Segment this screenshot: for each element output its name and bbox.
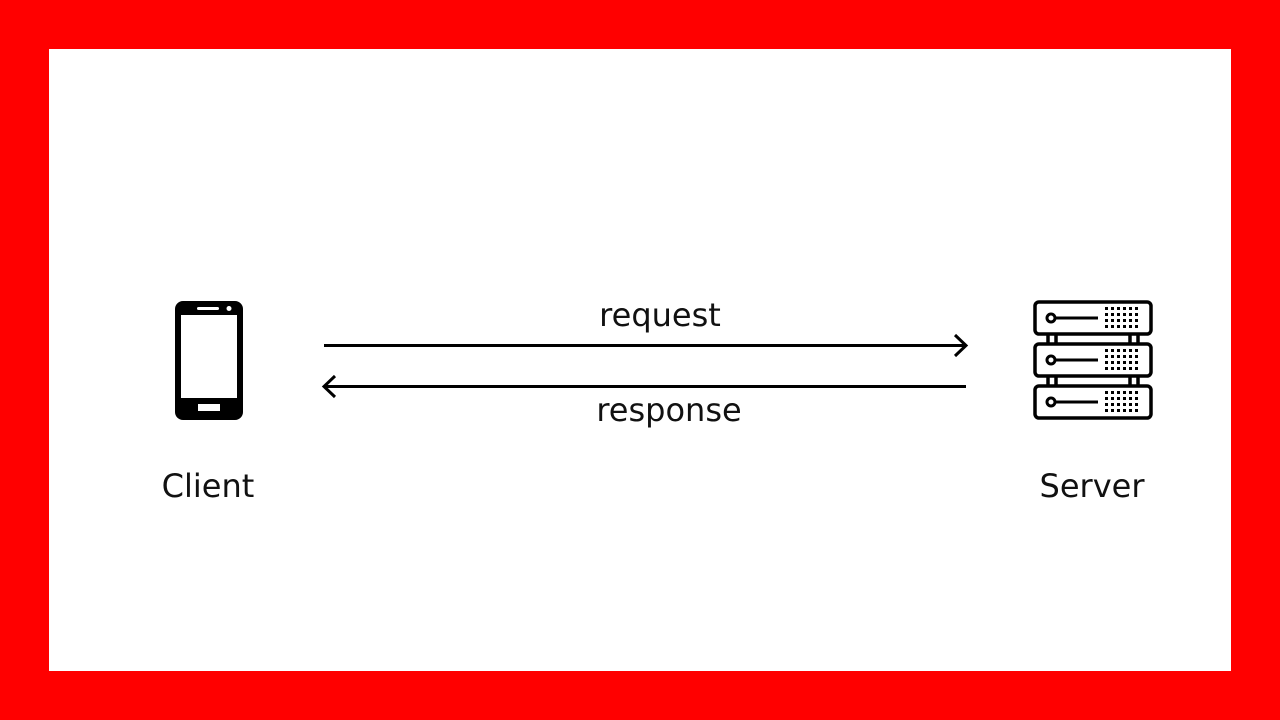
vent-dot xyxy=(1123,403,1126,406)
vent-dot xyxy=(1105,397,1108,400)
vent-dot xyxy=(1117,325,1120,328)
vent-dot xyxy=(1135,367,1138,370)
vent-dot xyxy=(1117,307,1120,310)
vent-dot xyxy=(1105,367,1108,370)
vent-dot xyxy=(1135,349,1138,352)
request-arrow xyxy=(324,333,969,358)
vent-dot xyxy=(1105,361,1108,364)
vent-dot xyxy=(1123,361,1126,364)
vent-dot xyxy=(1105,325,1108,328)
server-rack-icon xyxy=(1033,300,1153,420)
vent-dot xyxy=(1111,397,1114,400)
vent-dot xyxy=(1135,325,1138,328)
vent-dot xyxy=(1105,349,1108,352)
response-label: response xyxy=(596,391,742,429)
vent-dot xyxy=(1111,313,1114,316)
vent-dot xyxy=(1129,319,1132,322)
vent-dot xyxy=(1111,355,1114,358)
vent-dot xyxy=(1105,319,1108,322)
vent-dot xyxy=(1117,355,1120,358)
vent-dot xyxy=(1129,325,1132,328)
vent-dot xyxy=(1135,313,1138,316)
smartphone-icon xyxy=(175,301,243,420)
vent-dot xyxy=(1117,403,1120,406)
vent-dot xyxy=(1129,355,1132,358)
vent-dot xyxy=(1105,313,1108,316)
vent-dot xyxy=(1135,397,1138,400)
request-label: request xyxy=(599,296,721,334)
vent-dot xyxy=(1111,391,1114,394)
vent-dot xyxy=(1129,367,1132,370)
client-label: Client xyxy=(161,467,255,505)
vent-dot xyxy=(1117,409,1120,412)
vent-dot xyxy=(1123,397,1126,400)
vent-dot xyxy=(1129,361,1132,364)
response-arrow xyxy=(321,374,966,399)
vent-dot xyxy=(1135,319,1138,322)
vent-dot xyxy=(1129,349,1132,352)
vent-dot xyxy=(1123,319,1126,322)
vent-dot xyxy=(1123,325,1126,328)
vent-dot xyxy=(1129,397,1132,400)
vent-dot xyxy=(1117,349,1120,352)
vent-dot xyxy=(1135,391,1138,394)
vent-dot xyxy=(1105,307,1108,310)
vent-dot xyxy=(1129,313,1132,316)
vent-dot xyxy=(1129,391,1132,394)
vent-dot xyxy=(1111,349,1114,352)
vent-dot xyxy=(1105,355,1108,358)
diagram-canvas: Client Server request response xyxy=(49,49,1231,671)
vent-dot xyxy=(1111,319,1114,322)
vent-dot xyxy=(1117,391,1120,394)
vent-dot xyxy=(1129,403,1132,406)
diagram-graphic xyxy=(175,300,1153,420)
vent-dot xyxy=(1105,409,1108,412)
vent-dot xyxy=(1135,361,1138,364)
vent-dot xyxy=(1123,349,1126,352)
vent-dot xyxy=(1105,403,1108,406)
vent-dot xyxy=(1111,403,1114,406)
vent-dot xyxy=(1105,391,1108,394)
vent-dot xyxy=(1111,367,1114,370)
server-label: Server xyxy=(1039,467,1145,505)
vent-dot xyxy=(1117,313,1120,316)
vent-dot xyxy=(1123,307,1126,310)
vent-dot xyxy=(1135,409,1138,412)
vent-dot xyxy=(1117,397,1120,400)
vent-dot xyxy=(1111,307,1114,310)
vent-dot xyxy=(1123,409,1126,412)
vent-dot xyxy=(1117,367,1120,370)
vent-dot xyxy=(1123,367,1126,370)
vent-dot xyxy=(1123,355,1126,358)
vent-dot xyxy=(1111,361,1114,364)
vent-dot xyxy=(1123,313,1126,316)
vent-dot xyxy=(1129,307,1132,310)
vent-dot xyxy=(1129,409,1132,412)
vent-dot xyxy=(1111,409,1114,412)
server-vent-dots xyxy=(1105,307,1138,412)
vent-dot xyxy=(1123,391,1126,394)
vent-dot xyxy=(1111,325,1114,328)
vent-dot xyxy=(1135,307,1138,310)
vent-dot xyxy=(1117,319,1120,322)
vent-dot xyxy=(1135,355,1138,358)
vent-dot xyxy=(1117,361,1120,364)
vent-dot xyxy=(1135,403,1138,406)
